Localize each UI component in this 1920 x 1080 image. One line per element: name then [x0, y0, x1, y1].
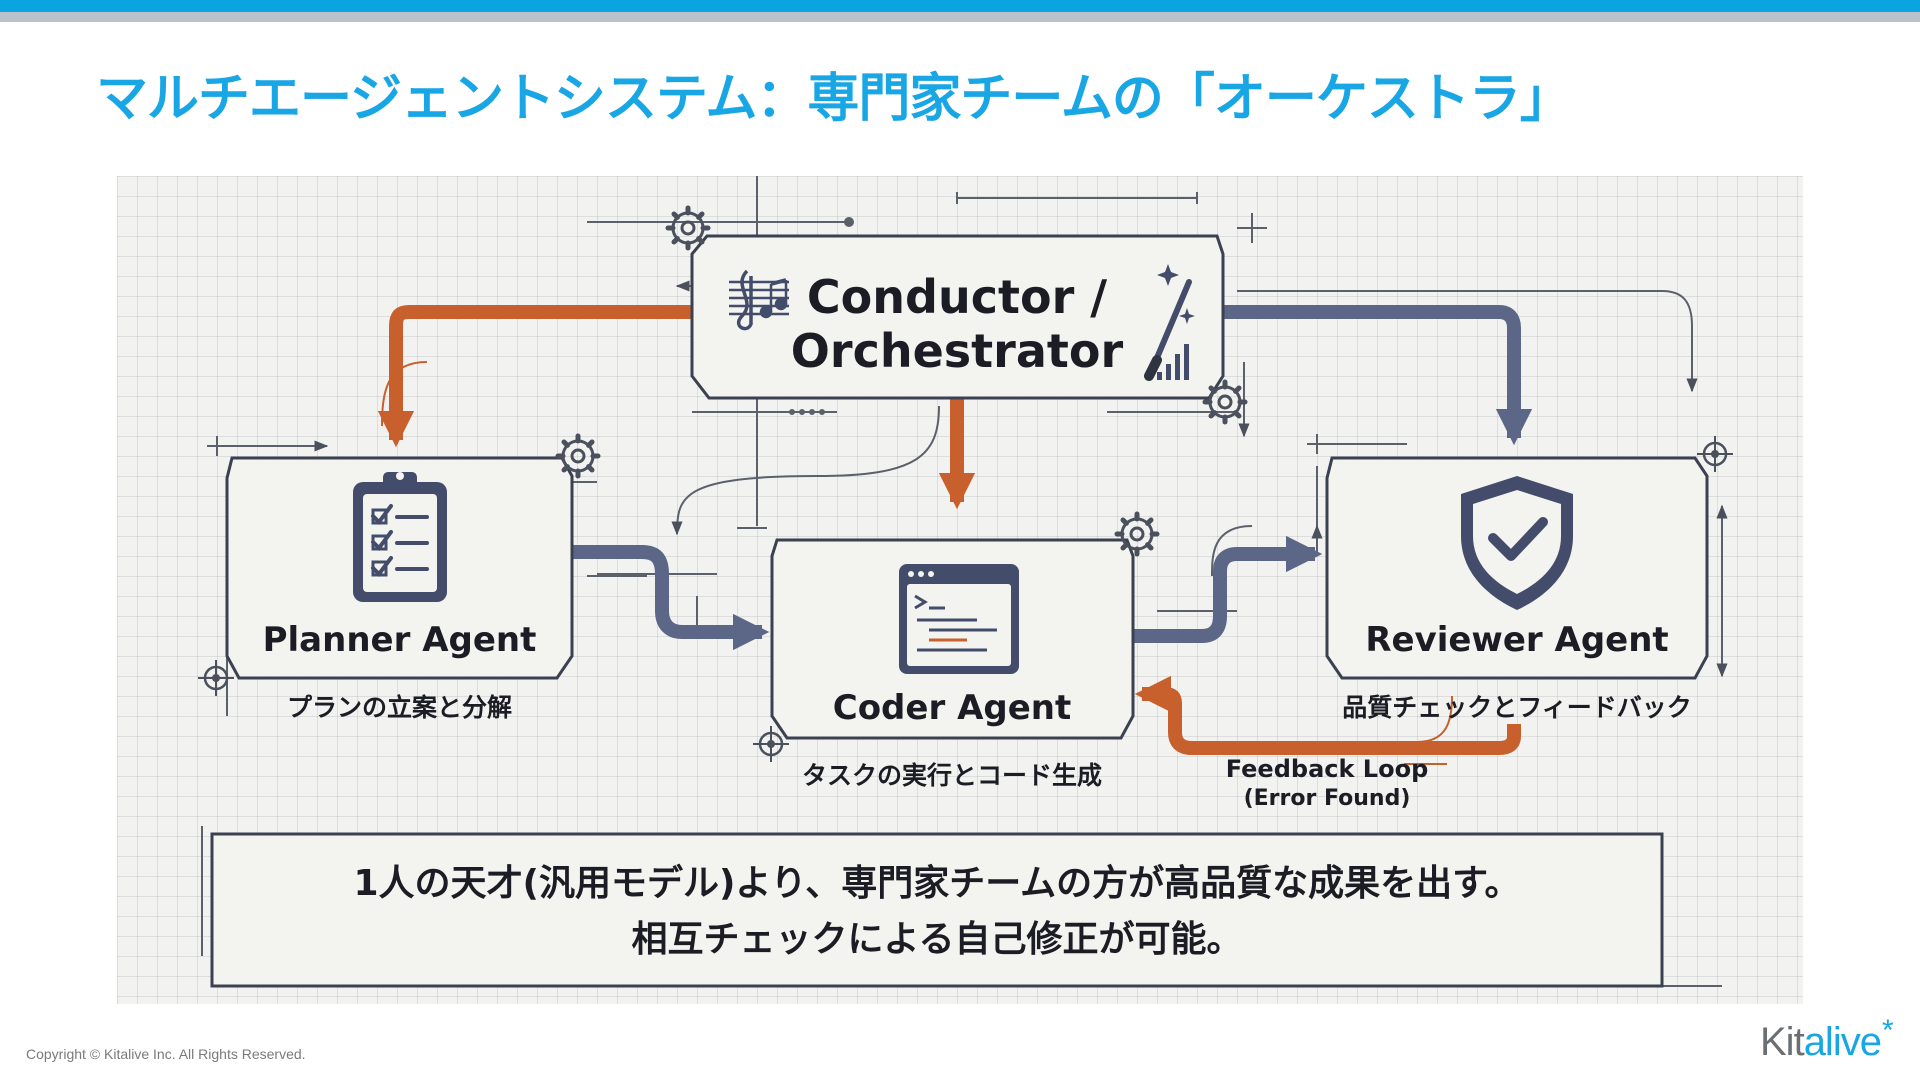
footer-copyright: Copyright © Kitalive Inc. All Rights Res… — [26, 1046, 306, 1062]
reviewer-agent-caption: 品質チェックとフィードバック — [1342, 693, 1692, 722]
top-gray-bar — [0, 12, 1920, 22]
feedback-line-1: Feedback Loop — [1225, 755, 1429, 783]
logo-text-main: Kit — [1760, 1020, 1805, 1064]
feedback-loop-label: Feedback Loop (Error Found) — [1207, 754, 1447, 814]
summary-box — [210, 832, 1664, 988]
arrow-planner-to-coder — [572, 545, 770, 651]
code-window-icon — [899, 564, 1019, 674]
gear-icon — [1117, 514, 1157, 554]
diagram-panel: Conductor / Orchestrator Planner Agent プ… — [117, 176, 1803, 1004]
top-accent-bar — [0, 0, 1920, 12]
arrow-conductor-to-planner — [377, 305, 692, 448]
coder-agent-label: Coder Agent — [832, 688, 1072, 728]
gear-icon — [668, 208, 708, 248]
conductor-line-2: Orchestrator — [790, 324, 1124, 378]
arrow-coder-to-reviewer — [1133, 535, 1323, 643]
arrow-feedback-loop — [1134, 675, 1521, 755]
arrow-conductor-to-reviewer — [1223, 305, 1533, 446]
logo-star-icon: * — [1882, 1014, 1894, 1047]
reviewer-agent-label: Reviewer Agent — [1365, 620, 1669, 660]
shield-check-icon — [1461, 476, 1573, 610]
dot-rail — [789, 409, 825, 415]
summary-line-2: 相互チェックによる自己修正が可能。 — [631, 919, 1243, 960]
slide-title: マルチエージェントシステム：専門家チームの「オーケストラ」 — [96, 69, 1572, 129]
diagram-canvas — [196, 176, 1735, 988]
kitalive-logo: Kitalive * — [1760, 1014, 1900, 1066]
conductor-line-1: Conductor / — [806, 270, 1108, 324]
summary-line-1: 1人の天才(汎用モデル)より、専門家チームの方が高品質な成果を出す。 — [353, 863, 1521, 904]
summary-text: 1人の天才(汎用モデル)より、専門家チームの方が高品質な成果を出す。 相互チェッ… — [212, 856, 1662, 968]
baton-icon — [1144, 264, 1195, 381]
gear-icon — [558, 436, 598, 476]
coder-agent-caption: タスクの実行とコード生成 — [801, 761, 1102, 790]
logo-text-accent: alive — [1803, 1020, 1882, 1064]
bar-chart-icon — [1157, 344, 1189, 380]
music-score-icon — [729, 269, 789, 331]
planner-agent-label: Planner Agent — [262, 620, 537, 660]
conductor-title: Conductor / Orchestrator — [737, 270, 1177, 378]
planner-agent-caption: プランの立案と分解 — [286, 693, 512, 722]
clipboard-checklist-icon — [353, 472, 447, 602]
gear-icon — [1205, 382, 1245, 422]
feedback-line-2: (Error Found) — [1243, 786, 1411, 811]
